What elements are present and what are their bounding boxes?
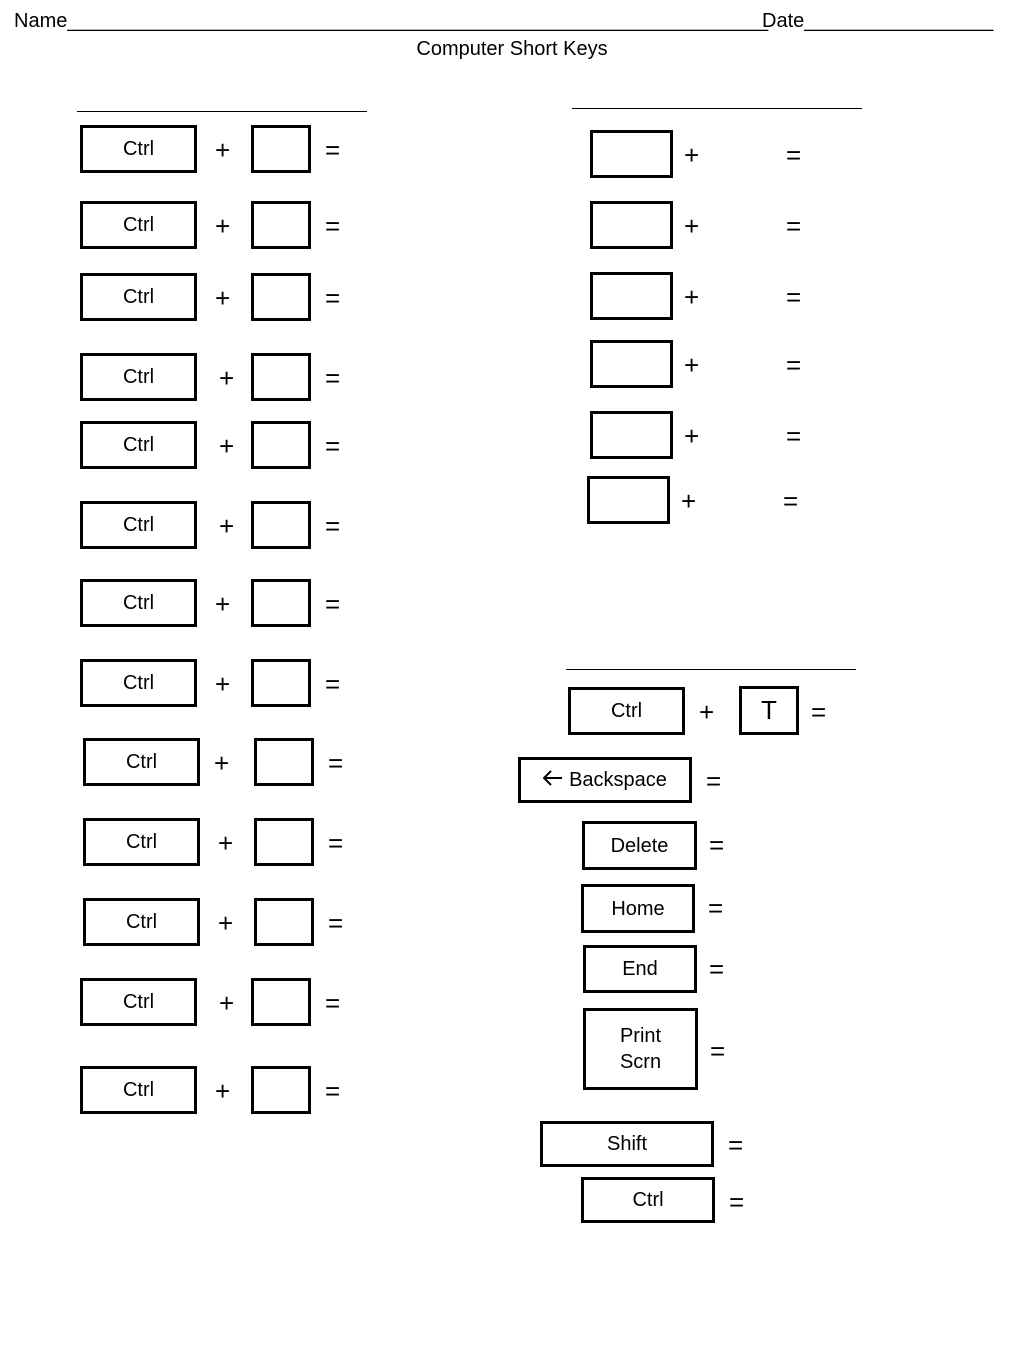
plus-sign: + bbox=[219, 431, 235, 461]
blank-key-box[interactable] bbox=[251, 659, 311, 707]
plus-sign: + bbox=[218, 828, 234, 858]
plus-sign: + bbox=[215, 669, 231, 699]
ctrl-key: Ctrl bbox=[83, 738, 200, 786]
ctrl-key: Ctrl bbox=[80, 273, 197, 321]
plus-sign: + bbox=[684, 282, 700, 312]
ctrl-key: Ctrl bbox=[568, 687, 685, 735]
equals-sign: = bbox=[328, 748, 344, 778]
plus-sign: + bbox=[699, 697, 715, 727]
ctrl-key: Ctrl bbox=[80, 421, 197, 469]
equals-sign: = bbox=[325, 211, 341, 241]
page-title: Computer Short Keys bbox=[416, 38, 608, 60]
end-key: End bbox=[583, 945, 697, 993]
plus-sign: + bbox=[218, 908, 234, 938]
backspace-key: Backspace bbox=[518, 757, 692, 803]
equals-sign: = bbox=[325, 589, 341, 619]
shift-key: Shift bbox=[540, 1121, 714, 1167]
blank-key-box[interactable] bbox=[590, 411, 673, 459]
equals-sign: = bbox=[786, 421, 802, 451]
ctrl-key: Ctrl bbox=[80, 1066, 197, 1114]
plus-sign: + bbox=[684, 140, 700, 170]
blank-key-box[interactable] bbox=[590, 340, 673, 388]
ctrl-key: Ctrl bbox=[80, 579, 197, 627]
equals-sign: = bbox=[325, 511, 341, 541]
plus-sign: + bbox=[219, 988, 235, 1018]
blank-key-box[interactable] bbox=[254, 818, 314, 866]
blank-key-box[interactable] bbox=[251, 421, 311, 469]
equals-sign: = bbox=[328, 908, 344, 938]
ctrl-key: Ctrl bbox=[80, 201, 197, 249]
date-input-line[interactable]: _________________ bbox=[804, 10, 994, 32]
delete-key: Delete bbox=[582, 821, 697, 870]
plus-sign: + bbox=[215, 211, 231, 241]
blank-key-box[interactable] bbox=[254, 898, 314, 946]
equals-sign: = bbox=[811, 697, 827, 727]
equals-sign: = bbox=[786, 211, 802, 241]
plus-sign: + bbox=[215, 1076, 231, 1106]
blank-key-box[interactable] bbox=[590, 272, 673, 320]
equals-sign: = bbox=[325, 363, 341, 393]
blank-key-box[interactable] bbox=[251, 273, 311, 321]
equals-sign: = bbox=[786, 140, 802, 170]
plus-sign: + bbox=[681, 486, 697, 516]
print-screen-key: Print Scrn bbox=[583, 1008, 698, 1090]
blank-key-box[interactable] bbox=[251, 125, 311, 173]
name-label: Name____________________________________… bbox=[14, 10, 769, 32]
equals-sign: = bbox=[709, 830, 725, 860]
equals-sign: = bbox=[710, 1036, 726, 1066]
equals-sign: = bbox=[728, 1130, 744, 1160]
date-label: Date_________________ bbox=[762, 10, 994, 32]
blank-key-box[interactable] bbox=[251, 353, 311, 401]
equals-sign: = bbox=[325, 135, 341, 165]
ctrl-key: Ctrl bbox=[80, 659, 197, 707]
plus-sign: + bbox=[684, 211, 700, 241]
ctrl-key: Ctrl bbox=[80, 125, 197, 173]
right-bottom-section-heading-line[interactable] bbox=[566, 669, 856, 670]
plus-sign: + bbox=[215, 283, 231, 313]
ctrl-key-single: Ctrl bbox=[581, 1177, 715, 1223]
t-key: T bbox=[739, 686, 799, 735]
equals-sign: = bbox=[328, 828, 344, 858]
name-input-line[interactable]: ________________________________________… bbox=[67, 10, 769, 32]
blank-key-box[interactable] bbox=[590, 130, 673, 178]
blank-key-box[interactable] bbox=[251, 1066, 311, 1114]
equals-sign: = bbox=[729, 1187, 745, 1217]
plus-sign: + bbox=[215, 135, 231, 165]
ctrl-key: Ctrl bbox=[83, 818, 200, 866]
home-key: Home bbox=[581, 884, 695, 933]
left-arrow-icon bbox=[542, 767, 563, 793]
equals-sign: = bbox=[708, 893, 724, 923]
blank-key-box[interactable] bbox=[251, 579, 311, 627]
plus-sign: + bbox=[214, 748, 230, 778]
blank-key-box[interactable] bbox=[587, 476, 670, 524]
equals-sign: = bbox=[325, 988, 341, 1018]
plus-sign: + bbox=[215, 589, 231, 619]
blank-key-box[interactable] bbox=[251, 501, 311, 549]
ctrl-key: Ctrl bbox=[80, 978, 197, 1026]
left-section-heading-line[interactable] bbox=[77, 111, 367, 112]
equals-sign: = bbox=[783, 486, 799, 516]
ctrl-key: Ctrl bbox=[80, 353, 197, 401]
blank-key-box[interactable] bbox=[590, 201, 673, 249]
equals-sign: = bbox=[325, 431, 341, 461]
plus-sign: + bbox=[684, 421, 700, 451]
equals-sign: = bbox=[325, 1076, 341, 1106]
equals-sign: = bbox=[786, 350, 802, 380]
plus-sign: + bbox=[684, 350, 700, 380]
right-top-section-heading-line[interactable] bbox=[572, 108, 862, 109]
plus-sign: + bbox=[219, 511, 235, 541]
equals-sign: = bbox=[325, 669, 341, 699]
blank-key-box[interactable] bbox=[251, 201, 311, 249]
blank-key-box[interactable] bbox=[251, 978, 311, 1026]
equals-sign: = bbox=[709, 954, 725, 984]
equals-sign: = bbox=[325, 283, 341, 313]
blank-key-box[interactable] bbox=[254, 738, 314, 786]
plus-sign: + bbox=[219, 363, 235, 393]
equals-sign: = bbox=[706, 766, 722, 796]
equals-sign: = bbox=[786, 282, 802, 312]
ctrl-key: Ctrl bbox=[83, 898, 200, 946]
ctrl-key: Ctrl bbox=[80, 501, 197, 549]
